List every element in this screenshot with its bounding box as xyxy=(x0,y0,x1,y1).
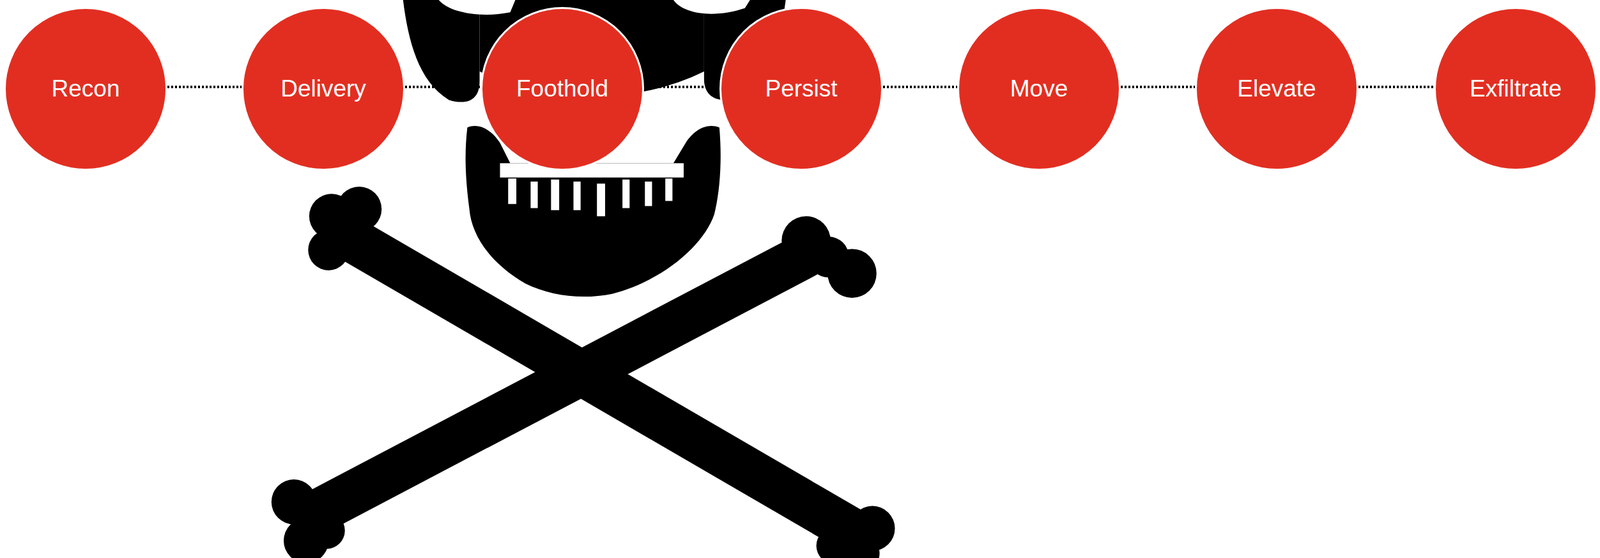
stage-circle: Foothold xyxy=(480,7,645,171)
dotted-connector xyxy=(405,85,481,89)
stage-circle: Elevate xyxy=(1194,7,1359,171)
dotted-connector xyxy=(644,85,720,89)
stage-label: Foothold xyxy=(516,76,609,103)
stage-label: Delivery xyxy=(280,76,367,103)
stage-label: Exfiltrate xyxy=(1469,76,1562,103)
dotted-connector xyxy=(1120,85,1195,89)
dotted-connector xyxy=(1358,85,1434,89)
stage-label: Elevate xyxy=(1237,76,1316,103)
stage-circle: Exfiltrate xyxy=(1433,7,1598,171)
dotted-connector xyxy=(883,85,958,89)
stage-label: Move xyxy=(1010,76,1068,103)
stage-circle: Recon xyxy=(3,7,168,171)
stage-label: Recon xyxy=(51,76,121,103)
dotted-connector xyxy=(167,85,242,89)
stage-label: Persist xyxy=(764,76,838,103)
stage-circle: Delivery xyxy=(241,7,406,171)
stage-circle: Persist xyxy=(719,7,884,171)
stage-circle: Move xyxy=(957,7,1121,171)
